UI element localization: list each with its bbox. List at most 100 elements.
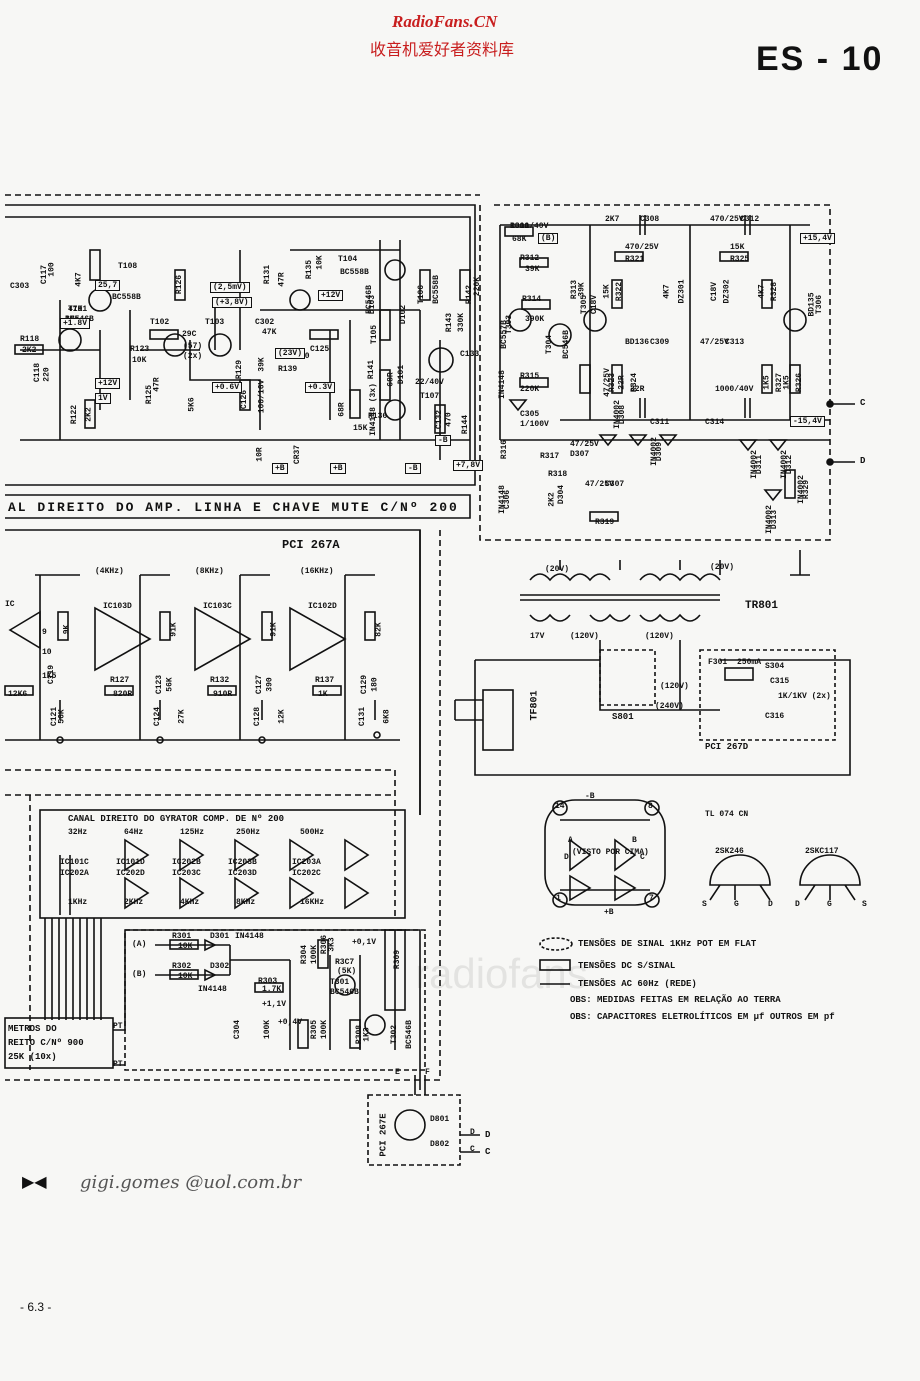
- amp-part-label: (57): [183, 342, 203, 351]
- meter-drive-label: (A): [132, 940, 147, 949]
- amp-part-label: C302: [255, 318, 275, 327]
- power-part-label: 1000/40V: [715, 385, 754, 394]
- amp-part-label: C125: [310, 345, 330, 354]
- pinout-label: G: [734, 900, 739, 909]
- amp-part-label: D101: [397, 364, 407, 385]
- filter-label: 180: [370, 677, 380, 692]
- pci267e-label: PCI 267E: [378, 1113, 389, 1157]
- power-part-label: IN4148: [497, 370, 507, 399]
- filter-label: C127: [255, 674, 265, 695]
- power-part-label: R321: [625, 255, 645, 264]
- power-part-label: 68K: [512, 235, 527, 244]
- amp-part-label: 2K2: [84, 407, 94, 422]
- power-part-label: D304: [557, 484, 567, 505]
- power-part-label: C306: [503, 489, 513, 510]
- meter-drive-label: R303: [258, 977, 278, 986]
- power-part-label: R326: [795, 372, 805, 393]
- output-d-top: D: [860, 456, 866, 466]
- power-part-label: R323: [608, 372, 618, 393]
- meter-drive-label: R309: [393, 949, 403, 970]
- voltage-label: +15,4V: [800, 233, 835, 244]
- amp-part-label: (2x): [183, 352, 203, 361]
- meter-drive-label: R302: [172, 962, 192, 971]
- gyrator-panel-label: 500Hz: [300, 828, 325, 837]
- voltage-label: (+3,8V): [212, 297, 252, 308]
- filter-label: R127: [110, 676, 130, 685]
- amp-part-label: T108: [118, 262, 138, 271]
- power-part-label: 4K7: [662, 284, 672, 299]
- power-part-label: R325: [730, 255, 750, 264]
- power-part-label: 1K5: [782, 375, 792, 390]
- power-part-label: D311: [755, 454, 765, 475]
- gyrator-panel-label: 1KHz: [68, 898, 88, 907]
- voltage-label: (2,5mV): [210, 282, 250, 293]
- filter-label: C128: [253, 706, 263, 727]
- gyrator-panel-label: 2KHz: [124, 898, 144, 907]
- gyrator-panel-label: IC202B: [172, 858, 201, 867]
- legend-note-2: OBS: CAPACITORES ELETROLÍTICOS EM µf OUT…: [570, 1012, 835, 1022]
- amp-part-label: 220: [42, 367, 52, 382]
- amp-part-label: 47K: [262, 328, 277, 337]
- power-part-label: 1000/40V: [510, 222, 549, 231]
- pinout-label: B: [632, 836, 637, 845]
- power-part-label: 2K2: [547, 492, 557, 507]
- gyrator-panel-label: 8KHz: [236, 898, 256, 907]
- meter-drive-label: D: [470, 1128, 475, 1137]
- amp-part-label: BC558B: [340, 268, 369, 277]
- amp-part-label: C303: [10, 282, 30, 291]
- pinout-label: 7: [649, 894, 654, 903]
- meter-drive-label: R305: [310, 1019, 320, 1040]
- pinout-label: C: [640, 853, 645, 862]
- transformer-label: (120V): [660, 682, 689, 691]
- voltage-label: 25,7: [95, 280, 121, 291]
- gyrator-panel-label: 32Hz: [68, 828, 88, 837]
- filter-label: C124: [153, 706, 163, 727]
- gyrator-panel-label: 250Hz: [236, 828, 261, 837]
- meter-drive-label: D801: [430, 1115, 450, 1124]
- gyrator-panel-label: IC202D: [116, 869, 145, 878]
- amp-part-label: R122: [70, 404, 80, 425]
- transformer-label: (20V): [710, 563, 735, 572]
- power-part-label: R312: [520, 254, 540, 263]
- site-watermark: RadioFans.CN: [392, 12, 498, 31]
- power-part-label: C18V: [710, 281, 720, 302]
- meter-line-3: 25K (10x): [8, 1052, 57, 1062]
- power-part-label: C314: [705, 418, 725, 427]
- amp-part-label: 100/16V: [257, 379, 267, 414]
- amp-part-label: R131: [263, 264, 273, 285]
- meter-drive-label: C: [470, 1145, 475, 1154]
- power-part-label: C312: [740, 215, 760, 224]
- amp-part-label: 220K: [473, 276, 483, 297]
- transformer-label: C315: [770, 677, 790, 686]
- meter-drive-label: 100K: [320, 1019, 330, 1040]
- filter-label: 10: [42, 648, 52, 657]
- power-part-label: D312: [785, 454, 795, 475]
- pinout-label: D: [768, 900, 773, 909]
- power-part-label: R319: [595, 518, 615, 527]
- meter-drive-label: +0,4V: [278, 1018, 303, 1027]
- amp-part-label: R141: [367, 359, 377, 380]
- power-part-label: 15K: [730, 243, 745, 252]
- amp-part-label: T107: [420, 392, 440, 401]
- filter-label: 390: [265, 677, 275, 692]
- legend-signal: TENSÕES DE SINAL 1KHz POT EM FLAT: [578, 939, 757, 949]
- meter-drive-label: BC546B: [404, 1020, 414, 1049]
- power-part-label: BC546B: [561, 330, 571, 359]
- power-part-label: R311: [510, 222, 530, 231]
- pinout-label: -B: [585, 792, 595, 801]
- pinout-label: S: [702, 900, 707, 909]
- amp-part-label: C133: [460, 350, 480, 359]
- pinout-label: 1: [556, 894, 561, 903]
- filter-label: 820R: [113, 690, 133, 699]
- meter-drive-label: D802: [430, 1140, 450, 1149]
- gyrator-panel-title: CANAL DIREITO DO GYRATOR COMP. DE Nº 200: [68, 814, 285, 824]
- pci267a-label: PCI 267A: [282, 538, 340, 552]
- power-part-label: C313: [725, 338, 745, 347]
- pinout-label: 2SK246: [715, 847, 744, 856]
- pinout-label: D: [795, 900, 800, 909]
- amp-part-label: 47R: [152, 377, 162, 392]
- amp-part-label: 47R: [277, 272, 287, 287]
- power-part-label: 47/25V: [570, 440, 599, 449]
- amp-part-label: R118: [20, 335, 40, 344]
- voltage-label: +7,8V: [453, 460, 484, 471]
